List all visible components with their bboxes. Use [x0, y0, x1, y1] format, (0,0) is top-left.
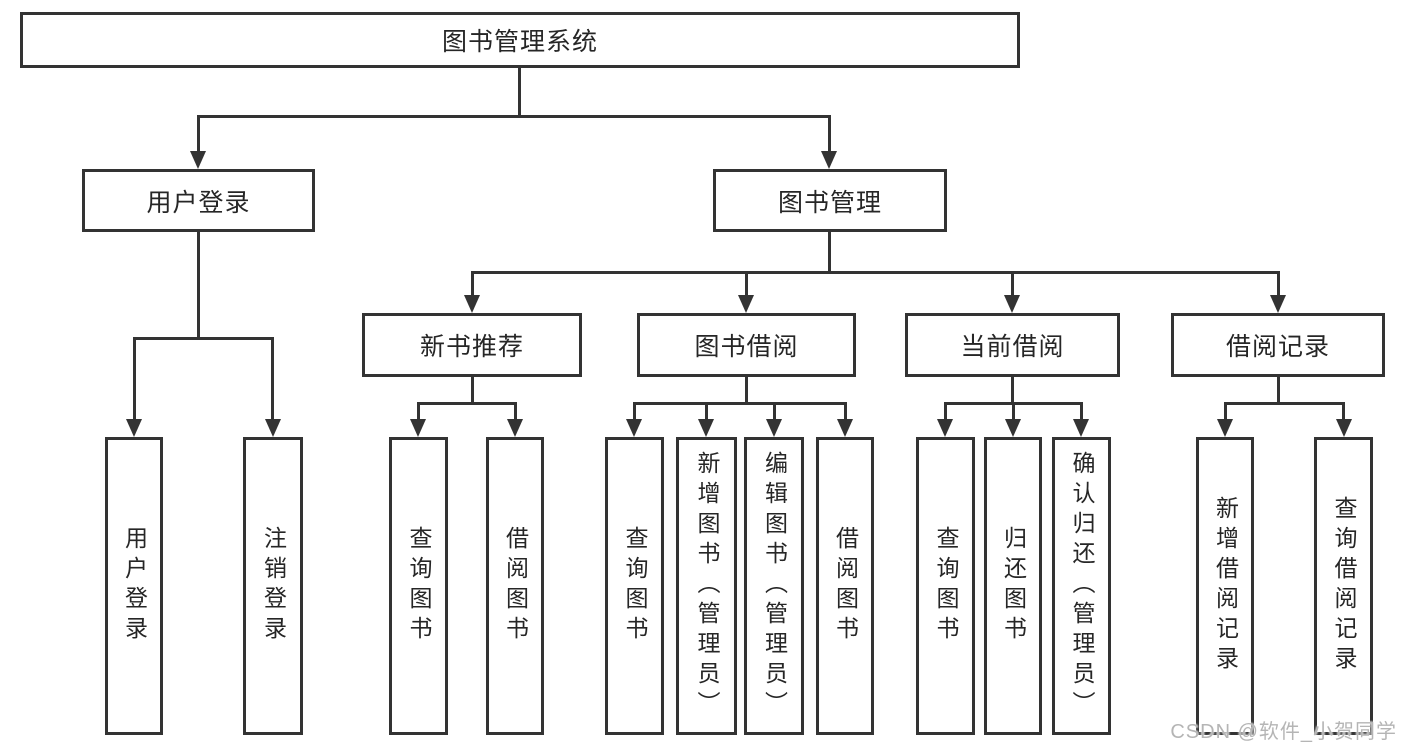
connector-line: [518, 68, 521, 117]
node-new-book-recommendation: 新书推荐: [362, 313, 582, 377]
node-label: 用户登录: [146, 188, 251, 217]
leaf-search-borrow-record: 查询借阅记录: [1314, 437, 1373, 735]
leaf-logout: 注销登录: [243, 437, 303, 735]
arrowhead-down-icon: [410, 419, 426, 437]
connector-line: [1342, 402, 1345, 421]
connector-line: [1224, 402, 1227, 421]
connector-line: [197, 115, 831, 118]
node-label: 图书管理系统: [441, 28, 598, 56]
leaf-borrow-books: 借阅图书: [816, 437, 874, 735]
connector-line: [745, 271, 748, 297]
leaf-search-books-recommend: 查询图书: [389, 437, 448, 735]
leaf-return-book: 归还图书: [984, 437, 1042, 735]
arrowhead-down-icon: [1217, 419, 1233, 437]
node-borrow-records: 借阅记录: [1171, 313, 1385, 377]
connector-line: [1012, 402, 1015, 421]
arrowhead-down-icon: [464, 295, 480, 313]
node-library-management-system: 图书管理系统: [20, 12, 1020, 68]
leaf-label: 查询图书: [622, 526, 648, 646]
leaf-add-book-admin: 新增图书（管理员）: [676, 437, 737, 735]
connector-line: [1277, 271, 1280, 297]
leaf-label: 借阅图书: [832, 526, 859, 646]
arrowhead-down-icon: [821, 151, 837, 169]
arrowhead-down-icon: [698, 419, 714, 437]
leaf-label: 编辑图书（管理员）: [761, 451, 788, 721]
arrowhead-down-icon: [626, 419, 642, 437]
arrowhead-down-icon: [837, 419, 853, 437]
connector-line: [944, 402, 947, 421]
leaf-label: 注销登录: [260, 526, 287, 646]
leaf-add-borrow-record: 新增借阅记录: [1196, 437, 1254, 735]
connector-line: [1011, 271, 1014, 297]
arrowhead-down-icon: [1005, 419, 1021, 437]
leaf-label: 新增图书（管理员）: [694, 451, 720, 721]
leaf-user-login: 用户登录: [105, 437, 163, 735]
arrowhead-down-icon: [126, 419, 142, 437]
connector-line: [417, 402, 420, 421]
leaf-borrow-books-recommend: 借阅图书: [486, 437, 544, 735]
connector-line: [828, 115, 831, 152]
leaf-search-books-current: 查询图书: [916, 437, 975, 735]
node-current-borrowing: 当前借阅: [905, 313, 1120, 377]
connector-line: [1224, 402, 1345, 405]
arrowhead-down-icon: [1270, 295, 1286, 313]
connector-line: [471, 271, 474, 297]
connector-line: [471, 377, 474, 404]
node-label: 新书推荐: [419, 333, 524, 361]
arrowhead-down-icon: [1073, 419, 1089, 437]
arrowhead-down-icon: [190, 151, 206, 169]
connector-line: [633, 402, 636, 421]
leaf-label: 查询图书: [406, 526, 432, 646]
connector-line: [705, 402, 708, 421]
node-user-login: 用户登录: [82, 169, 315, 232]
arrowhead-down-icon: [738, 295, 754, 313]
connector-line: [514, 402, 517, 421]
connector-line: [773, 402, 776, 421]
node-label: 图书管理: [777, 188, 882, 217]
connector-line: [197, 115, 200, 152]
node-label: 图书借阅: [694, 333, 799, 361]
arrowhead-down-icon: [507, 419, 523, 437]
connector-line: [844, 402, 847, 421]
node-book-management: 图书管理: [713, 169, 947, 232]
arrowhead-down-icon: [1336, 419, 1352, 437]
connector-line: [133, 337, 274, 340]
connector-line: [828, 232, 831, 273]
leaf-label: 查询借阅记录: [1331, 496, 1357, 676]
connector-line: [1277, 377, 1280, 404]
arrowhead-down-icon: [937, 419, 953, 437]
connector-line: [1080, 402, 1083, 421]
arrowhead-down-icon: [265, 419, 281, 437]
node-book-borrowing: 图书借阅: [637, 313, 856, 377]
leaf-search-books-borrowing: 查询图书: [605, 437, 664, 735]
csdn-watermark: CSDN @软件_小贺同学: [1170, 721, 1397, 743]
connector-line: [633, 402, 847, 405]
leaf-label: 借阅图书: [502, 526, 529, 646]
leaf-label: 确认归还（管理员）: [1069, 451, 1095, 721]
leaf-label: 查询图书: [933, 526, 959, 646]
leaf-confirm-return-admin: 确认归还（管理员）: [1052, 437, 1111, 735]
connector-line: [471, 271, 1279, 274]
leaf-edit-book-admin: 编辑图书（管理员）: [744, 437, 804, 735]
connector-line: [417, 402, 517, 405]
arrowhead-down-icon: [766, 419, 782, 437]
connector-line: [197, 232, 200, 339]
node-label: 当前借阅: [960, 333, 1065, 361]
connector-line: [745, 377, 748, 404]
leaf-label: 新增借阅记录: [1212, 496, 1239, 676]
arrowhead-down-icon: [1004, 295, 1020, 313]
node-label: 借阅记录: [1225, 333, 1330, 361]
connector-line: [271, 337, 274, 420]
connector-line: [1011, 377, 1014, 404]
leaf-label: 归还图书: [1000, 526, 1027, 646]
connector-line: [133, 337, 136, 420]
leaf-label: 用户登录: [121, 526, 148, 646]
